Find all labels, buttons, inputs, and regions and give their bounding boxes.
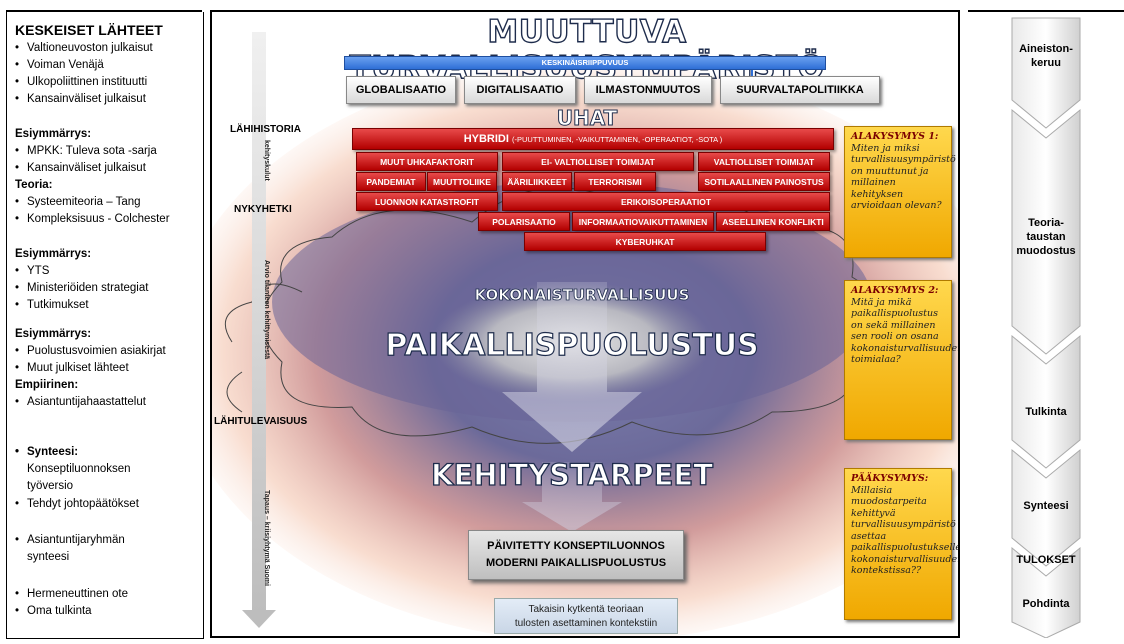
- source-item: •Asiantuntijahaastattelut: [15, 396, 146, 408]
- source-item: •Asiantuntijaryhmän: [15, 534, 125, 546]
- source-item: •Muut julkiset lähteet: [15, 362, 129, 374]
- source-item: •Kansainväliset julkaisut: [15, 93, 146, 105]
- source-item: •Puolustusvoimien asiakirjat: [15, 345, 166, 357]
- driver-box: DIGITALISAATIO: [464, 76, 576, 104]
- source-item: •Voiman Venäjä: [15, 59, 104, 71]
- source-item: •Oma tulkinta: [15, 605, 92, 617]
- process-step: Pohdinta: [1022, 598, 1070, 610]
- threat-box: VALTIOLLISET TOIMIJAT: [698, 152, 830, 171]
- driver-box: GLOBALISAATIO: [346, 76, 456, 104]
- process-step: Aineiston-keruu: [1019, 43, 1073, 69]
- preunderstanding-heading: Esiymmärrys:: [15, 328, 92, 340]
- threat-box: LUONNON KATASTROFIT: [356, 192, 498, 211]
- timeline-vertical-label: Tapaus – kriisiyhtymä Suomi: [263, 490, 270, 586]
- result-box: PÄIVITETTY KONSEPTILUONNOS MODERNI PAIKA…: [468, 530, 684, 580]
- threat-box: ASEELLINEN KONFLIKTI: [716, 212, 830, 231]
- process-step: Tulkinta: [1025, 406, 1067, 418]
- threat-box: EI- VALTIOLLISET TOIMIJAT: [502, 152, 694, 171]
- process-step: Synteesi: [1023, 500, 1069, 512]
- theory-heading: Teoria:: [15, 179, 53, 191]
- comprehensive-security-label: KOKONAISTURVALLISUUS: [474, 286, 690, 305]
- threat-box: SOTILAALLINEN PAINOSTUS: [698, 172, 830, 191]
- driver-box: ILMASTONMUUTOS: [584, 76, 712, 104]
- timeline-vertical-label: kehityskulut: [263, 140, 270, 181]
- result-line: PÄIVITETTY KONSEPTILUONNOS: [487, 540, 665, 552]
- source-item: •MPKK: Tuleva sota -sarja: [15, 145, 157, 157]
- threat-box: MUUTTOLIIKE: [427, 172, 497, 191]
- feedback-box: Takaisin kytkentä teoriaan tulosten aset…: [494, 598, 678, 634]
- threat-box: KYBERUHKAT: [524, 232, 766, 251]
- local-defence-label: PAIKALLISPUOLUSTUS: [385, 327, 760, 363]
- main-diagram: MUUTTUVA TURVALLISUUSYMPÄRISTÖ KESKINÄIS…: [210, 10, 960, 638]
- empirical-heading: Empiirinen:: [15, 379, 79, 391]
- sub-question-2-text: Mitä ja mikä paikallispuolustus on sekä …: [851, 296, 960, 366]
- sub-question-1-title: ALAKYSYMYS 1:: [851, 131, 939, 142]
- threat-box: ERIKOISOPERAATIOT: [502, 192, 830, 211]
- source-item-line: synteesi: [27, 551, 70, 563]
- sources-column: KESKEISET LÄHTEET •Valtioneuvoston julka…: [6, 12, 204, 639]
- process-chevrons: [968, 10, 1124, 638]
- source-item: •YTS: [15, 265, 50, 277]
- synthesis-item: •Synteesi:: [15, 446, 79, 458]
- threats-title: UHAT: [556, 106, 618, 131]
- process-column: Aineiston-keruu Teoria-taustan muodostus…: [968, 10, 1124, 638]
- result-line: MODERNI PAIKALLISPUOLUSTUS: [485, 557, 667, 569]
- timeline-near-future: LÄHITULEVAISUUS: [214, 416, 308, 427]
- source-item: •Valtioneuvoston julkaisut: [15, 42, 153, 54]
- threat-box: PANDEMIAT: [356, 172, 426, 191]
- main-question-text: Millaisia muodostarpeita kehittyvä turva…: [851, 484, 960, 577]
- main-question-title: PÄÄKYSYMYS:: [851, 473, 929, 484]
- source-item: •Kansainväliset julkaisut: [15, 162, 146, 174]
- source-item: •Ministeriöiden strategiat: [15, 282, 149, 294]
- synthesis-line: työversio: [27, 480, 74, 492]
- source-item: •Kompleksisuus - Colchester: [15, 213, 170, 225]
- process-step: Teoria-taustan muodostus: [1016, 217, 1076, 257]
- timeline-vertical-label: Arvio tilanteen kehittymisestä: [263, 260, 270, 360]
- timeline-present: NYKYHETKI: [234, 204, 292, 215]
- sources-title: KESKEISET LÄHTEET: [15, 22, 163, 38]
- threat-box: ÄÄRILIIKKEET: [502, 172, 572, 191]
- synthesis-line: Konseptiluonnoksen: [27, 463, 131, 475]
- driver-box: SUURVALTAPOLITIIKKA: [720, 76, 880, 104]
- preunderstanding-heading: Esiymmärrys:: [15, 128, 92, 140]
- preunderstanding-heading: Esiymmärrys:: [15, 248, 92, 260]
- timeline-recent-history: LÄHIHISTORIA: [230, 124, 301, 135]
- feedback-line: Takaisin kytkentä teoriaan: [528, 604, 644, 615]
- process-step: TULOKSET: [1016, 554, 1076, 566]
- threat-box: POLARISAATIO: [478, 212, 570, 231]
- feedback-line: tulosten asettaminen kontekstiin: [514, 618, 658, 629]
- sub-question-1-box: ALAKYSYMYS 1: Miten ja miksi turvallisuu…: [844, 126, 956, 258]
- left-column-top-border: [6, 10, 202, 12]
- threat-hybrid: HYBRIDI (-PUUTTUMINEN, -VAIKUTTAMINEN, -…: [352, 128, 834, 150]
- threat-box: INFORMAATIOVAIKUTTAMINEN: [572, 212, 714, 231]
- threat-box: MUUT UHKAFAKTORIT: [356, 152, 498, 171]
- sub-question-2-title: ALAKYSYMYS 2:: [851, 285, 939, 296]
- source-item: •Systeemiteoria – Tang: [15, 196, 141, 208]
- main-question-box: PÄÄKYSYMYS: Millaisia muodostarpeita keh…: [844, 468, 960, 620]
- sub-question-1-text: Miten ja miksi turvallisuusympäristö on …: [851, 142, 956, 212]
- source-item: •Tehdyt johtopäätökset: [15, 498, 139, 510]
- development-needs-label: KEHITYSTARPEET: [430, 457, 713, 492]
- source-item: •Ulkopoliittinen instituutti: [15, 76, 148, 88]
- source-item: •Hermeneuttinen ote: [15, 588, 129, 600]
- sub-question-2-box: ALAKYSYMYS 2: Mitä ja mikä paikallispuol…: [844, 280, 960, 440]
- threat-box: TERRORISMI: [574, 172, 656, 191]
- source-item: •Tutkimukset: [15, 299, 89, 311]
- interdependence-bar: KESKINÄISRIIPPUVUUS: [344, 56, 826, 70]
